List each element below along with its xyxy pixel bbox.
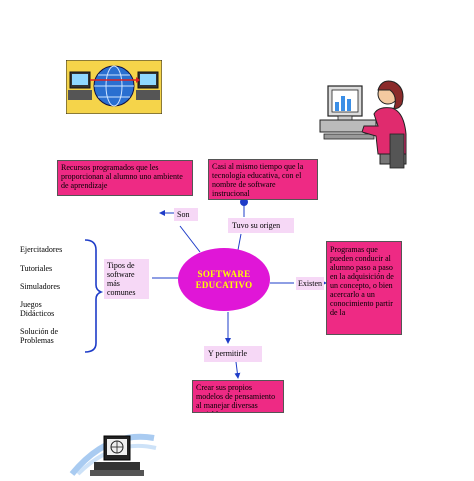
definition-box: Recursos programados que les proporciona… [57,160,193,196]
list-item-ejercitadores: Ejercitadores [20,245,63,254]
permitirle-box: Crear sus propios modelos de pensamiento… [192,380,284,413]
center-topic-ellipse: SOFTWARE EDUCATIVO [178,248,270,311]
connector-son [179,225,201,253]
list-item-simuladores: Simuladores [20,282,60,291]
connector-origin [237,233,242,251]
woman-at-computer-icon [318,74,414,170]
center-topic-text: SOFTWARE EDUCATIVO [196,269,253,291]
network-computers-icon [65,59,163,115]
permitirle-label: Y permitirle [204,346,262,362]
list-item-juegos: Juegos Didácticos [20,300,55,318]
list-item-tutoriales: Tutoriales [20,264,53,273]
center-topic-line1: SOFTWARE [197,268,251,279]
existen-box: Programas que pueden conducir al alumno … [326,241,402,335]
list-item-solucion: Solución de Problemas [20,327,58,345]
origin-box: Casi al mismo tiempo que la tecnología e… [208,159,318,200]
software-types-list: Ejercitadores Tutoriales Simuladores Jue… [20,245,86,345]
types-bracket [84,239,104,353]
existen-label: Existen [296,277,324,290]
tuvo-origen-label: Tuvo su origen [228,218,294,233]
tipos-software-label: Tipos de software más comunes [104,259,149,299]
center-topic-line2: EDUCATIVO [195,279,253,290]
origin-arrow-dot [240,198,248,206]
connector-permitirle-2 [234,361,241,379]
son-label: Son [174,208,198,221]
computer-workstation-icon [68,428,158,476]
